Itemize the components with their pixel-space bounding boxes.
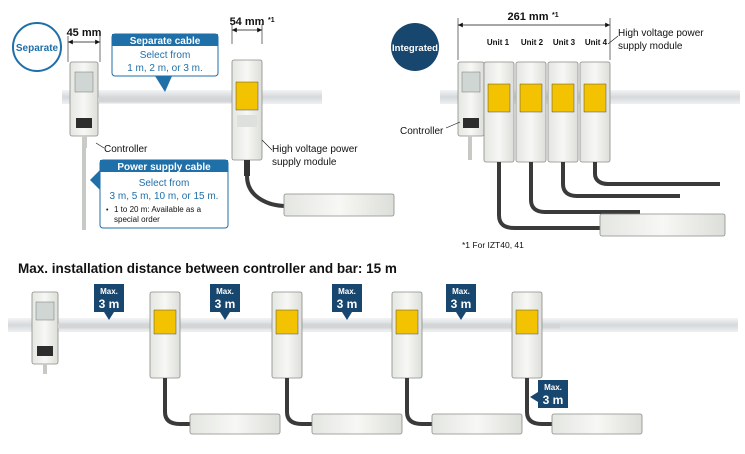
integrated-controller	[457, 61, 485, 160]
separate-cable-line2: 1 m, 2 m, or 3 m.	[127, 63, 203, 74]
power-cable-title: Power supply cable	[117, 162, 211, 173]
power-cable-line2: 3 m, 5 m, 10 m, or 15 m.	[110, 191, 219, 202]
module-width-dim-note: *1	[268, 17, 275, 24]
max-tag-3-value: 3 m	[337, 297, 358, 311]
integrated-controller-label: Controller	[400, 126, 444, 137]
integrated-width-dim-note: *1	[552, 12, 559, 19]
controller-width-dim: 45 mm	[67, 27, 102, 39]
power-cable-note-bullet: •	[106, 207, 109, 214]
max-tag-4-value: 3 m	[451, 297, 472, 311]
integrated-cables	[497, 162, 720, 230]
integrated-ionizer-bar	[599, 213, 726, 237]
chain-module-3	[391, 291, 523, 435]
max-tag-1: Max. 3 m	[94, 284, 124, 320]
unit-label-4: Unit 4	[585, 38, 608, 47]
max-tag-4: Max. 3 m	[446, 284, 476, 320]
chain-module-2	[271, 291, 403, 435]
power-cable-note2: special order	[114, 215, 160, 224]
integrated-modules	[483, 61, 611, 163]
chain-module-1	[149, 291, 281, 435]
hv-module	[231, 59, 263, 176]
unit-label-1: Unit 1	[487, 38, 510, 47]
power-cable-note1: 1 to 20 m: Available as a	[114, 205, 202, 214]
integrated-width-dim: 261 mm	[508, 11, 549, 23]
max-tag-5: Max. 3 m	[530, 380, 568, 408]
distance-section: Max. installation distance between contr…	[8, 261, 738, 435]
controller-device	[69, 61, 99, 230]
integrated-badge-label: Integrated	[392, 43, 438, 54]
integrated-module-label-2: supply module	[618, 41, 683, 52]
distance-heading: Max. installation distance between contr…	[18, 261, 397, 276]
max-tag-5-top: Max.	[544, 383, 562, 392]
ionizer-bar	[283, 193, 395, 217]
bottom-controller	[31, 291, 59, 374]
integrated-module-label-1: High voltage power	[618, 28, 704, 39]
separate-controller-label: Controller	[104, 144, 148, 155]
max-tag-2-top: Max.	[216, 287, 234, 296]
separate-cable-title: Separate cable	[130, 36, 201, 47]
power-cable-callout: Power supply cable Select from 3 m, 5 m,…	[90, 159, 229, 229]
module-cable	[245, 175, 287, 208]
max-tag-3-top: Max.	[338, 287, 356, 296]
separate-badge-label: Separate	[16, 43, 59, 54]
integrated-footnote: *1 For IZT40, 41	[462, 240, 524, 250]
max-tag-1-value: 3 m	[99, 297, 120, 311]
unit-label-2: Unit 2	[521, 38, 544, 47]
unit-label-3: Unit 3	[553, 38, 576, 47]
separate-cable-line1: Select from	[140, 50, 191, 61]
separate-module-label-1: High voltage power	[272, 144, 358, 155]
max-tag-2-value: 3 m	[215, 297, 236, 311]
separate-cable-callout: Separate cable Select from 1 m, 2 m, or …	[111, 33, 219, 92]
separate-badge	[12, 22, 62, 72]
max-tag-3: Max. 3 m	[332, 284, 362, 320]
max-tag-2: Max. 3 m	[210, 284, 240, 320]
separate-module-label-2: supply module	[272, 157, 337, 168]
chain-module-4	[511, 291, 643, 435]
max-tag-4-top: Max.	[452, 287, 470, 296]
integrated-badge	[391, 23, 439, 71]
separate-section: Separate 45 mm 54 mm *1	[12, 16, 395, 230]
integrated-section: Integrated 261 mm *1 Unit 1 Unit 2 Unit …	[391, 11, 740, 250]
max-tag-1-top: Max.	[100, 287, 118, 296]
max-tag-5-value: 3 m	[543, 393, 564, 407]
module-width-dim: 54 mm	[230, 16, 265, 28]
power-cable-line1: Select from	[139, 178, 190, 189]
